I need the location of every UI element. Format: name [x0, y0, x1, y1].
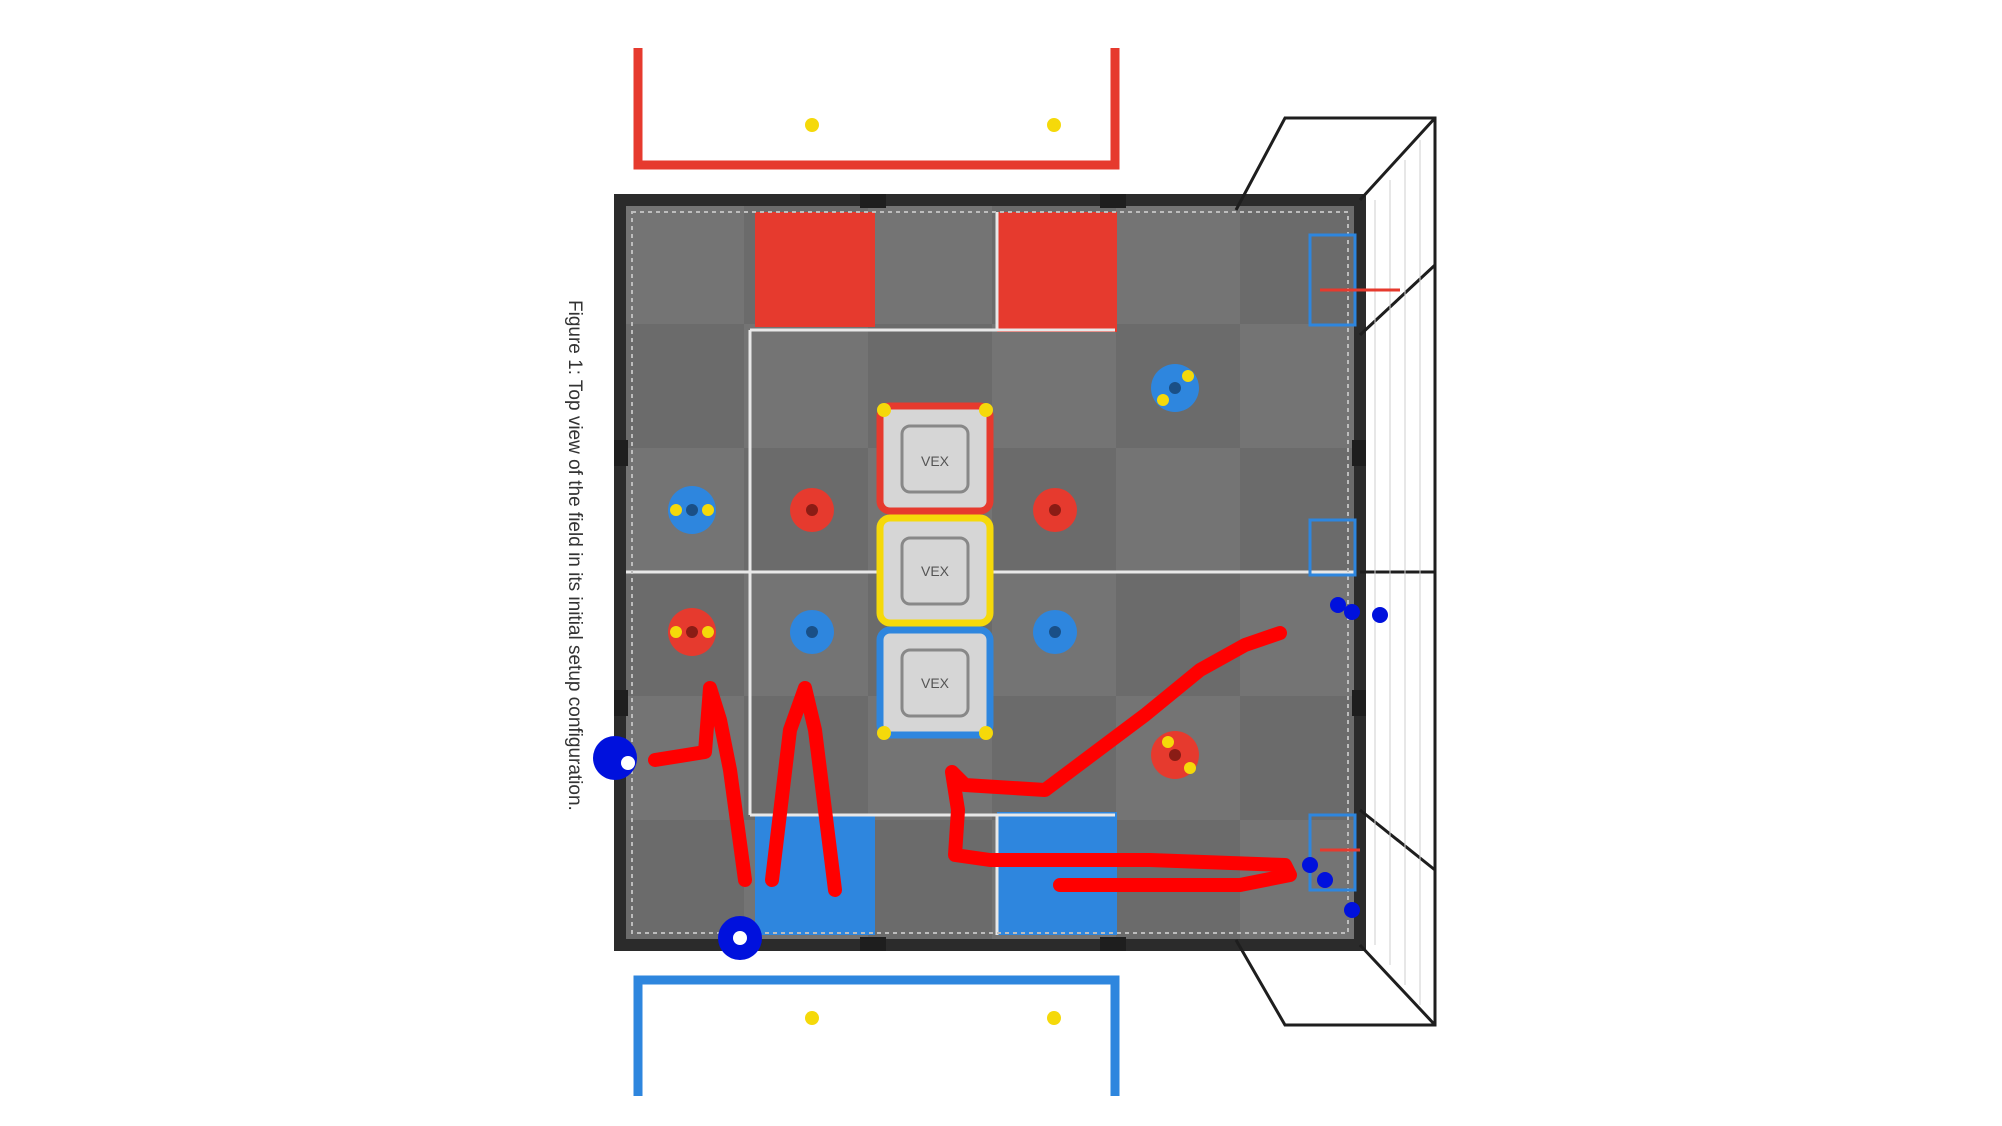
ring-racks	[1308, 233, 1400, 892]
mobile-goals	[668, 364, 1199, 779]
ring-goal-icon	[1151, 731, 1199, 779]
vex-platform-icon: VEX	[921, 563, 950, 579]
ring-goal-icon	[1151, 364, 1199, 412]
blue-platform: VEX	[876, 626, 994, 739]
field-floor	[620, 200, 1360, 945]
ring-goal-icon	[790, 488, 834, 532]
yellow-ball-icon	[805, 118, 819, 132]
red-home-zone	[997, 212, 1117, 332]
ring-goal-icon	[790, 610, 834, 654]
ring-goal-icon	[668, 608, 716, 656]
net-structure	[1234, 116, 1437, 1027]
robot-start-markers	[593, 597, 1388, 960]
robot-path-left-loop	[765, 681, 842, 897]
vex-platform-icon: VEX	[921, 675, 950, 691]
red-platform: VEX	[876, 402, 994, 515]
ring-goal-icon	[1033, 488, 1077, 532]
blue-home-zone	[997, 812, 1117, 935]
ring-goal-icon	[1033, 610, 1077, 654]
yellow-ball-icon	[1047, 1011, 1061, 1025]
ring-goal-icon	[668, 486, 716, 534]
red-home-zone	[755, 212, 875, 327]
yellow-ball-icon	[1047, 118, 1061, 132]
yellow-ball-icon	[805, 1011, 819, 1025]
red-alliance-station	[633, 48, 1120, 170]
vex-platform-icon: VEX	[921, 453, 950, 469]
figure-caption: Figure 1: Top view of the field in its i…	[564, 300, 585, 811]
robot-path-left	[648, 681, 752, 887]
drawn-annotations	[648, 626, 1297, 897]
robot-path-right	[945, 626, 1297, 892]
blue-alliance-station	[633, 975, 1120, 1096]
platform-stack: VEX VEX VEX	[876, 402, 994, 740]
yellow-platform: VEX	[876, 514, 994, 627]
